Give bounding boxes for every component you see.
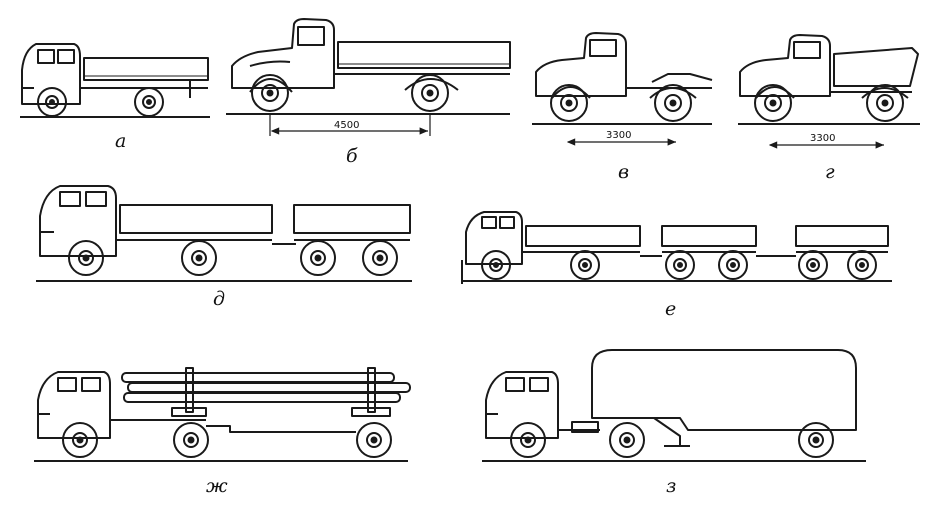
fifth-wheel — [651, 73, 713, 83]
truck-cab — [465, 211, 523, 265]
dimension-label-g: 3300 — [810, 133, 835, 144]
wheel — [665, 250, 695, 280]
semitrailer-gooseneck — [598, 417, 681, 446]
dimension-label-v: 3300 — [606, 130, 631, 141]
truck-cab — [39, 185, 117, 257]
wheel — [510, 422, 546, 458]
caption-a: а — [115, 130, 126, 152]
fender — [404, 78, 459, 91]
wheel — [481, 250, 511, 280]
panel-e-truck-with-two-trailers: е — [461, 211, 892, 320]
dimension-label-b: 4500 — [334, 120, 359, 131]
fender — [649, 87, 697, 99]
cab-window — [59, 191, 81, 207]
panel-g-dump-truck: 3300 г — [738, 34, 920, 183]
bolster — [171, 407, 207, 417]
panel-d-truck-with-trailer: д — [36, 185, 412, 310]
panel-v-tractor-unit: 3300 в — [532, 32, 713, 183]
cargo-bed — [337, 41, 511, 69]
truck-cab — [37, 371, 111, 439]
wheel — [300, 240, 336, 276]
fender — [551, 86, 591, 99]
cargo-bed — [525, 225, 641, 247]
panel-b-flatbed-truck: 4500 б — [226, 18, 511, 167]
cab-window — [481, 216, 497, 229]
hood-line — [249, 60, 291, 67]
truck-cab — [21, 43, 81, 105]
dump-body — [833, 47, 919, 87]
truck-cab — [231, 18, 335, 89]
wheel — [654, 84, 692, 122]
caption-zh: ж — [206, 475, 228, 497]
wheel — [134, 87, 164, 117]
panel-a-light-truck: а — [20, 43, 210, 152]
caption-v: в — [618, 161, 629, 183]
log — [121, 372, 395, 383]
cab-window — [297, 26, 325, 46]
reach-pole — [206, 425, 356, 433]
fifth-wheel — [571, 421, 599, 433]
wheel — [847, 250, 877, 280]
log-stake — [367, 367, 376, 413]
caption-b: б — [346, 145, 358, 167]
cab-window — [529, 377, 549, 392]
cab-window — [505, 377, 525, 392]
log — [123, 392, 401, 403]
wheel — [362, 240, 398, 276]
wheel — [754, 84, 792, 122]
caption-z: з — [666, 475, 676, 497]
caption-e: е — [665, 298, 676, 320]
wheel — [718, 250, 748, 280]
trailer-body — [795, 225, 889, 247]
wheel — [550, 84, 588, 122]
wheel — [62, 422, 98, 458]
wheel — [609, 422, 645, 458]
cab-window — [85, 191, 107, 207]
truck-cab — [535, 32, 627, 97]
bolster — [351, 407, 391, 417]
caption-d: д — [213, 288, 225, 310]
wheel — [411, 74, 449, 112]
fender — [861, 87, 909, 99]
wheel — [251, 74, 289, 112]
cargo-bed — [119, 204, 273, 234]
fender — [755, 86, 795, 99]
caption-g: г — [825, 161, 835, 183]
tractor-cab — [485, 371, 559, 439]
wheel — [866, 84, 904, 122]
semitrailer-body — [591, 349, 857, 431]
wheel — [798, 250, 828, 280]
truck-cab — [739, 34, 831, 97]
wheel — [68, 240, 104, 276]
cab-window — [589, 39, 617, 57]
panel-zh-timber-truck: ж — [34, 367, 411, 497]
cab-window — [499, 216, 515, 229]
wheel — [798, 422, 834, 458]
cab-window — [37, 49, 55, 64]
wheel — [173, 422, 209, 458]
trailer-body — [661, 225, 757, 247]
log-stake — [185, 367, 194, 413]
trailer-body — [293, 204, 411, 234]
panel-z-tractor-semitrailer: з — [482, 349, 866, 497]
wheel — [181, 240, 217, 276]
cab-window — [57, 377, 77, 392]
cab-window — [793, 41, 821, 59]
cab-window — [57, 49, 75, 64]
wheel — [570, 250, 600, 280]
cab-window — [81, 377, 101, 392]
cargo-bed — [83, 57, 209, 81]
wheel — [356, 422, 392, 458]
wheel — [37, 87, 67, 117]
